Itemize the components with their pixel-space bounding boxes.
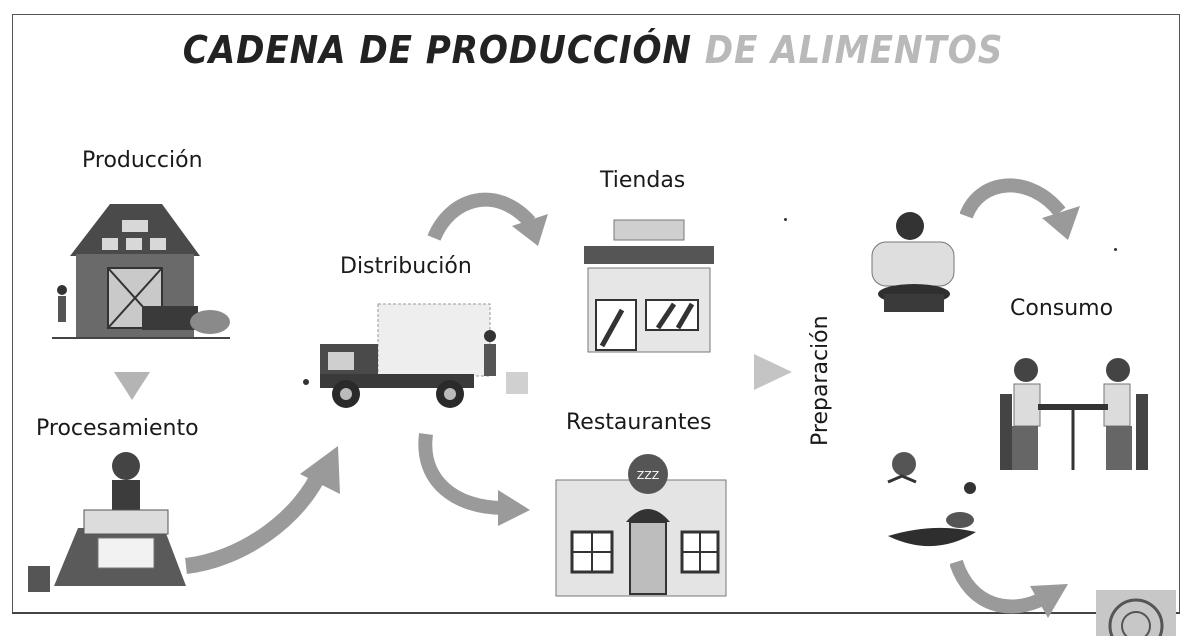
label-preparacion: Preparación — [808, 315, 833, 446]
label-tiendas: Tiendas — [600, 168, 686, 193]
barn-icon — [52, 204, 230, 339]
delivery-truck-icon — [303, 303, 528, 408]
label-distribucion: Distribución — [340, 254, 472, 279]
restaurant-sign: ZZZ — [637, 469, 660, 482]
label-produccion: Producción — [82, 148, 203, 173]
curved-arrow-icon — [418, 433, 530, 526]
label-procesamiento: Procesamiento — [36, 416, 199, 441]
right-arrow-icon — [754, 354, 792, 390]
speck — [784, 218, 787, 221]
home-cook-icon — [871, 212, 955, 312]
title-part-2: DE ALIMENTOS — [704, 28, 1004, 72]
seal-icon — [1096, 590, 1176, 636]
curved-arrow-icon — [960, 178, 1080, 240]
restaurant-building-icon: ZZZ — [555, 454, 727, 597]
label-restaurantes: Restaurantes — [566, 410, 712, 435]
chef-cooking-icon — [887, 452, 976, 547]
curved-arrow-icon — [184, 446, 340, 574]
curved-arrow-icon — [950, 559, 1068, 618]
title-part-1: CADENA DE PRODUCCIÓN — [182, 28, 692, 72]
diagram-title: CADENA DE PRODUCCIÓN DE ALIMENTOS — [59, 28, 1126, 72]
speck — [1114, 248, 1117, 251]
diagram-frame — [12, 14, 1180, 614]
down-arrow-icon — [114, 372, 150, 400]
label-consumo: Consumo — [1010, 296, 1114, 321]
store-icon — [584, 219, 714, 353]
curved-arrow-icon — [427, 192, 548, 246]
worker-at-table-icon — [28, 452, 186, 592]
diners-at-table-icon — [1000, 358, 1148, 470]
